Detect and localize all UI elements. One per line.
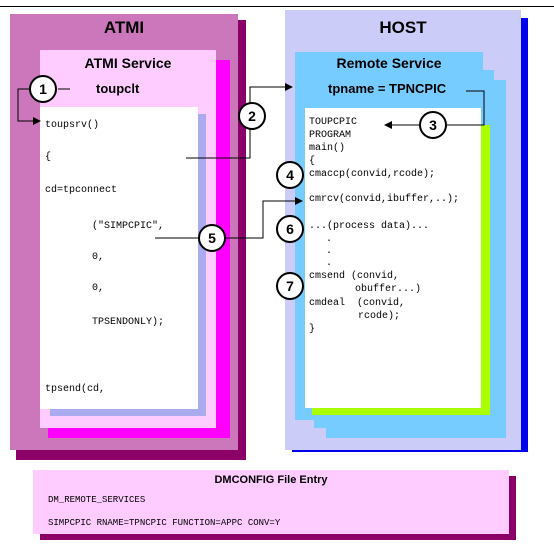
host-code-line: rcode);	[358, 311, 401, 322]
dmconfig-line-1: DM_REMOTE_SERVICES	[48, 495, 146, 505]
host-code-line: cmdeal (convid,	[309, 298, 406, 309]
step-2-marker: 2	[238, 102, 266, 130]
atmi-code-line: ("SIMPCPIC",	[92, 221, 165, 232]
atmi-code-panel	[40, 107, 198, 409]
host-title: HOST	[379, 18, 427, 37]
host-code-line: cmaccp(convid,rcode);	[309, 169, 436, 180]
atmi-title: ATMI	[103, 18, 145, 37]
host-code-panel	[305, 108, 481, 408]
host-code-line: .	[326, 246, 333, 257]
dmconfig-box	[33, 470, 509, 534]
step-7-marker: 7	[276, 272, 304, 300]
atmi-code-line: TPSENDONLY);	[92, 317, 165, 328]
step-2-line	[186, 86, 286, 159]
atmi-function-name: toupclt	[96, 81, 140, 96]
host-service-title: Remote Service	[336, 55, 442, 71]
atmi-service-title: ATMI Service	[84, 55, 172, 71]
step-5-marker: 5	[198, 224, 226, 252]
step-5-line	[226, 200, 296, 239]
atmi-code-line: {	[45, 152, 52, 163]
host-tpname: tpname = TPNCPIC	[328, 81, 447, 96]
step-3-marker: 3	[419, 111, 447, 139]
arrowhead	[295, 197, 303, 205]
host-code-line: .	[326, 258, 333, 269]
arrowhead	[285, 83, 293, 91]
host-code-line: }	[309, 324, 316, 335]
atmi-code-line: tpsend(cd,	[45, 384, 106, 395]
atmi-code-line: 0,	[92, 283, 105, 294]
host-code-line: cmsend (convid,	[309, 271, 400, 282]
host-code-line: TOUPCPIC	[309, 117, 358, 128]
arrowhead	[384, 121, 392, 129]
host-code-line: PROGRAM	[309, 130, 352, 141]
atmi-code-line: toupsrv()	[45, 120, 100, 131]
top-rule	[0, 6, 554, 7]
step-1-marker: 1	[29, 75, 57, 103]
host-code-line: .	[326, 234, 333, 245]
dmconfig-line-2: SIMPCPIC RNAME=TPNCPIC FUNCTION=APPC CON…	[48, 518, 281, 528]
step-3-line	[447, 90, 485, 126]
host-code-line: obuffer...)	[355, 284, 422, 295]
host-code-line: main()	[309, 143, 346, 154]
step-1-line	[17, 88, 38, 122]
atmi-code-line: cd=tpconnect	[45, 185, 118, 196]
atmi-code-line: 0,	[92, 252, 105, 263]
dmconfig-title: DMCONFIG File Entry	[214, 474, 328, 486]
host-code-line: cmrcv(convid,ibuffer,..);	[309, 194, 460, 205]
host-code-line: {	[309, 156, 316, 167]
arrowhead	[33, 117, 41, 125]
host-code-line: ...(process data)...	[309, 221, 430, 232]
step-6-marker: 6	[276, 215, 304, 243]
step-4-marker: 4	[276, 161, 304, 189]
